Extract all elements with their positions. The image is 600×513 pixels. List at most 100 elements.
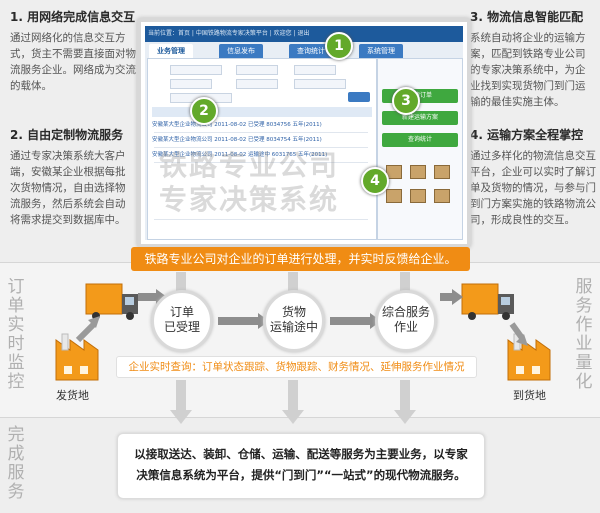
box-icon[interactable]	[386, 165, 402, 179]
marker-1: 1	[325, 32, 353, 60]
form-field[interactable]	[294, 79, 346, 89]
summary-text: 以接取送达、装卸、仓储、运输、配送等服务为主要业务，以专家 决策信息系统为平台，…	[128, 444, 474, 486]
process-banner: 铁路专业公司对企业的订单进行处理，并实时反馈给企业。	[131, 247, 470, 271]
side-label-text: 订单实时监控	[7, 277, 25, 392]
table-row[interactable]: 安徽某大型企业物流公司 2011-08-02 已受理 8034754 五年(20…	[152, 137, 322, 143]
stage-label: 运输途中	[269, 320, 318, 334]
box-icon[interactable]	[410, 165, 426, 179]
form-field[interactable]	[236, 79, 278, 89]
truck-icon	[85, 283, 138, 320]
form-field[interactable]	[170, 79, 212, 89]
feature-line: 的专家决策系统中，为企	[470, 64, 586, 76]
stage-label: 货物	[281, 305, 306, 319]
system-screenshot: 当前位置：首页 | 中国铁路物流专家决策平台 | 欢迎您 | 退出 业务管理 信…	[137, 18, 471, 248]
stage-label: 综合服务	[381, 305, 430, 319]
feature-line: 流服务企业。网络成为交流	[10, 64, 136, 76]
watermark: 铁路专业公司	[159, 149, 340, 182]
feature-3: 3. 物流信息智能匹配 系统自动将企业的运输方 案，匹配到铁路专业公司 的专家决…	[470, 8, 598, 110]
box-icon[interactable]	[434, 165, 450, 179]
feature-text: 通过网络化的信息交互方 式，货主不需要直接面对物 流服务企业。网络成为交流 的载…	[10, 30, 138, 94]
arrow-icon	[330, 317, 372, 325]
divider	[0, 417, 600, 418]
feature-title: 1. 用网络完成信息交互	[10, 10, 136, 24]
feature-line: 通过网络化的信息交互方	[10, 32, 126, 44]
summary-line: 决策信息系统为平台，提供“门到门”“一站式”的现代物流服务。	[136, 468, 466, 482]
feature-text: 通过专家决策系统大客户 端，安徽某企业根据每批 次货物情况，自由选择物 流服务，…	[10, 148, 138, 228]
feature-line: 输的最佳实施主体。	[470, 96, 565, 108]
form-field[interactable]	[294, 65, 336, 75]
form-field[interactable]	[236, 65, 278, 75]
stage-order-accepted: 订单 已受理	[151, 290, 213, 352]
feature-line: 通过多样化的物流信息交互	[470, 150, 596, 162]
feature-line: 系统自动将企业的运输方	[470, 32, 586, 44]
feature-title: 3. 物流信息智能匹配	[470, 10, 584, 24]
feature-line: 的载体。	[10, 80, 52, 92]
row-divider	[154, 147, 368, 148]
feature-line: 将需求提交到数据库中。	[10, 214, 126, 226]
table-row[interactable]: 安徽某大型企业物流公司 2011-08-02 运输途中 6031765 五年(2…	[152, 152, 328, 158]
feature-line: 单及货物的情况，与参与门	[470, 182, 596, 194]
flow-graphics	[55, 272, 551, 424]
truck-icon	[461, 283, 514, 320]
feature-line: 端，安徽某企业根据每批	[10, 166, 126, 178]
feature-text: 通过多样化的物流信息交互 平台，企业可以实时了解订 单及货物的情况，与参与门 到…	[470, 148, 598, 228]
form-field[interactable]	[170, 65, 222, 75]
side-label-left: 订单实时监控	[5, 278, 27, 392]
origin-label: 发货地	[56, 389, 89, 402]
screen-header: 当前位置：首页 | 中国铁路物流专家决策平台 | 欢迎您 | 退出	[145, 26, 463, 42]
feature-title: 2. 自由定制物流服务	[10, 128, 124, 142]
feature-line: 式，货主不需要直接面对物	[10, 48, 136, 60]
side-label-bottom: 完成服务	[5, 426, 27, 502]
summary-box: 以接取送达、装卸、仓储、运输、配送等服务为主要业务，以专家 决策信息系统为平台，…	[117, 433, 485, 499]
search-button[interactable]	[348, 92, 370, 102]
feature-line: 案，匹配到铁路专业公司	[470, 48, 586, 60]
summary-line: 以接取送达、装卸、仓储、运输、配送等服务为主要业务，以专家	[134, 447, 468, 461]
stage-label: 已受理	[163, 320, 200, 334]
feature-title: 4. 运输方案全程掌控	[470, 128, 584, 142]
watermark: 专家决策系统	[159, 183, 340, 216]
table-row[interactable]: 安徽某大型企业物流公司 2011-08-02 已受理 8034756 五年(20…	[152, 122, 322, 128]
feature-line: 通过专家决策系统大客户	[10, 150, 126, 162]
screen-content: 安徽某大型企业物流公司 2011-08-02 已受理 8034756 五年(20…	[147, 58, 377, 240]
feature-line: 到门方案实施的铁路物流公	[470, 198, 596, 210]
arrow-icon	[440, 293, 454, 301]
arrow-icon	[75, 316, 100, 343]
tab-system[interactable]: 系统管理	[359, 44, 403, 58]
factory-icon	[507, 333, 551, 381]
marker-2: 2	[190, 97, 218, 125]
stage-in-transit: 货物 运输途中	[263, 290, 325, 352]
row-divider	[154, 132, 368, 133]
arrow-icon	[138, 293, 156, 301]
stage-label: 作业	[393, 320, 418, 334]
row-divider	[154, 162, 368, 163]
arrow-icon	[509, 322, 528, 346]
box-icon[interactable]	[410, 189, 426, 203]
feature-text: 系统自动将企业的运输方 案，匹配到铁路专业公司 的专家决策系统中，为企 业找到实…	[470, 30, 598, 110]
tab-publish[interactable]: 信息发布	[219, 44, 263, 58]
realtime-query-box: 企业实时查询：订单状态跟踪、货物跟踪、财务情况、延伸服务作业情况	[116, 356, 477, 378]
tab-query[interactable]: 查询统计	[289, 44, 333, 58]
box-icon[interactable]	[386, 189, 402, 203]
arrow-icon	[218, 317, 260, 325]
tab-business[interactable]: 业务管理	[149, 44, 193, 58]
feature-line: 流服务，然后系统会自动	[10, 198, 126, 210]
side-label-right: 服务作业量化	[573, 278, 595, 392]
feature-4: 4. 运输方案全程掌控 通过多样化的物流信息交互 平台，企业可以实时了解订 单及…	[470, 126, 598, 228]
feature-line: 业找到实现货物门到门运	[470, 80, 586, 92]
row-divider	[154, 219, 368, 220]
arrow-icon	[170, 272, 416, 424]
feature-line: 次货物情况，自由选择物	[10, 182, 126, 194]
new-plan-button[interactable]: 新建运输方案	[382, 111, 458, 125]
screen: 当前位置：首页 | 中国铁路物流专家决策平台 | 欢迎您 | 退出 业务管理 信…	[145, 26, 463, 240]
feature-1: 1. 用网络完成信息交互 通过网络化的信息交互方 式，货主不需要直接面对物 流服…	[10, 8, 138, 94]
side-label-text: 服务作业量化	[575, 277, 593, 392]
stage-service: 综合服务 作业	[375, 290, 437, 352]
factory-icon	[55, 333, 99, 381]
feature-line: 平台，企业可以实时了解订	[470, 166, 596, 178]
query-button[interactable]: 查询统计	[382, 133, 458, 147]
feature-2: 2. 自由定制物流服务 通过专家决策系统大客户 端，安徽某企业根据每批 次货物情…	[10, 126, 138, 228]
feature-line: 司，形成良性的交互。	[470, 214, 575, 226]
destination-label: 到货地	[513, 389, 546, 402]
box-icon[interactable]	[434, 189, 450, 203]
table-header	[152, 107, 372, 117]
